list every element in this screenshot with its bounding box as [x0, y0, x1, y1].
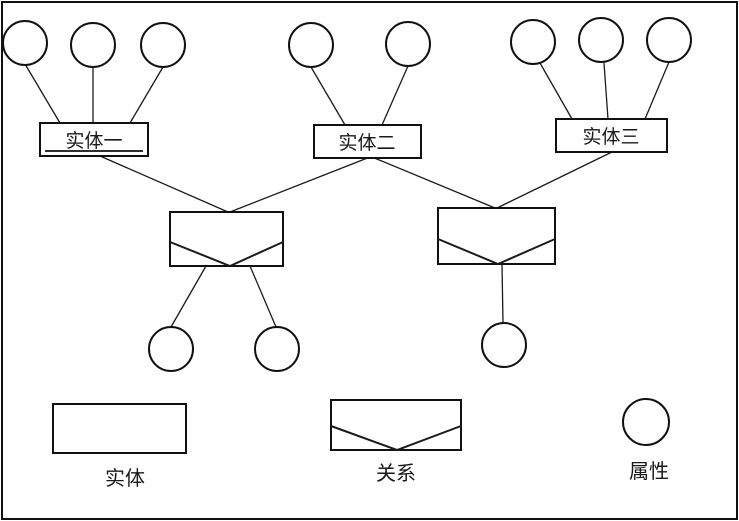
relationship-1 [169, 211, 284, 268]
attr-link-e1-1 [24, 63, 61, 124]
legend-relationship-symbol [330, 399, 462, 452]
attribute-circle [140, 22, 186, 68]
attr-link-e3-2 [603, 62, 609, 120]
attr-link-e3-3 [644, 61, 670, 120]
attribute-circle [288, 22, 334, 68]
legend-relationship-label: 关系 [376, 461, 416, 485]
legend-attribute-label: 属性 [629, 459, 669, 483]
entity-1-label: 实体一 [65, 130, 122, 152]
attribute-circle [510, 19, 556, 65]
legend-attribute-symbol [622, 398, 670, 446]
attr-link-e1-3 [129, 66, 164, 124]
entity-2-label: 实体二 [338, 132, 395, 154]
attribute-circle [646, 17, 692, 63]
relationship-2 [437, 207, 556, 266]
attr-link-e2-2 [381, 65, 409, 126]
attr-link-r1-1 [170, 265, 207, 328]
link-e2-r1 [229, 156, 371, 213]
attribute-circle [254, 326, 300, 372]
legend: 实体 关系 属性 [52, 398, 670, 490]
attribute-circle [70, 22, 116, 68]
attribute-circle [148, 326, 194, 372]
entity-3-label: 实体三 [582, 126, 639, 148]
entity-3: 实体三 [555, 118, 668, 153]
legend-entity-label: 实体 [105, 466, 145, 490]
attr-link-e3-1 [539, 62, 573, 120]
attr-link-e2-1 [310, 66, 346, 126]
link-e1-r1 [99, 155, 229, 213]
attribute-circle [2, 20, 48, 66]
attr-link-r1-2 [249, 265, 277, 328]
attribute-circle [578, 17, 624, 63]
entity-1: 实体一 [39, 122, 149, 157]
link-e3-r2 [496, 151, 613, 209]
link-e2-r2 [371, 156, 496, 209]
attribute-circle [385, 21, 431, 67]
attr-link-r2-1 [501, 263, 504, 324]
attribute-circle [481, 322, 527, 368]
legend-entity-symbol [52, 403, 187, 454]
entity-2: 实体二 [313, 124, 422, 159]
